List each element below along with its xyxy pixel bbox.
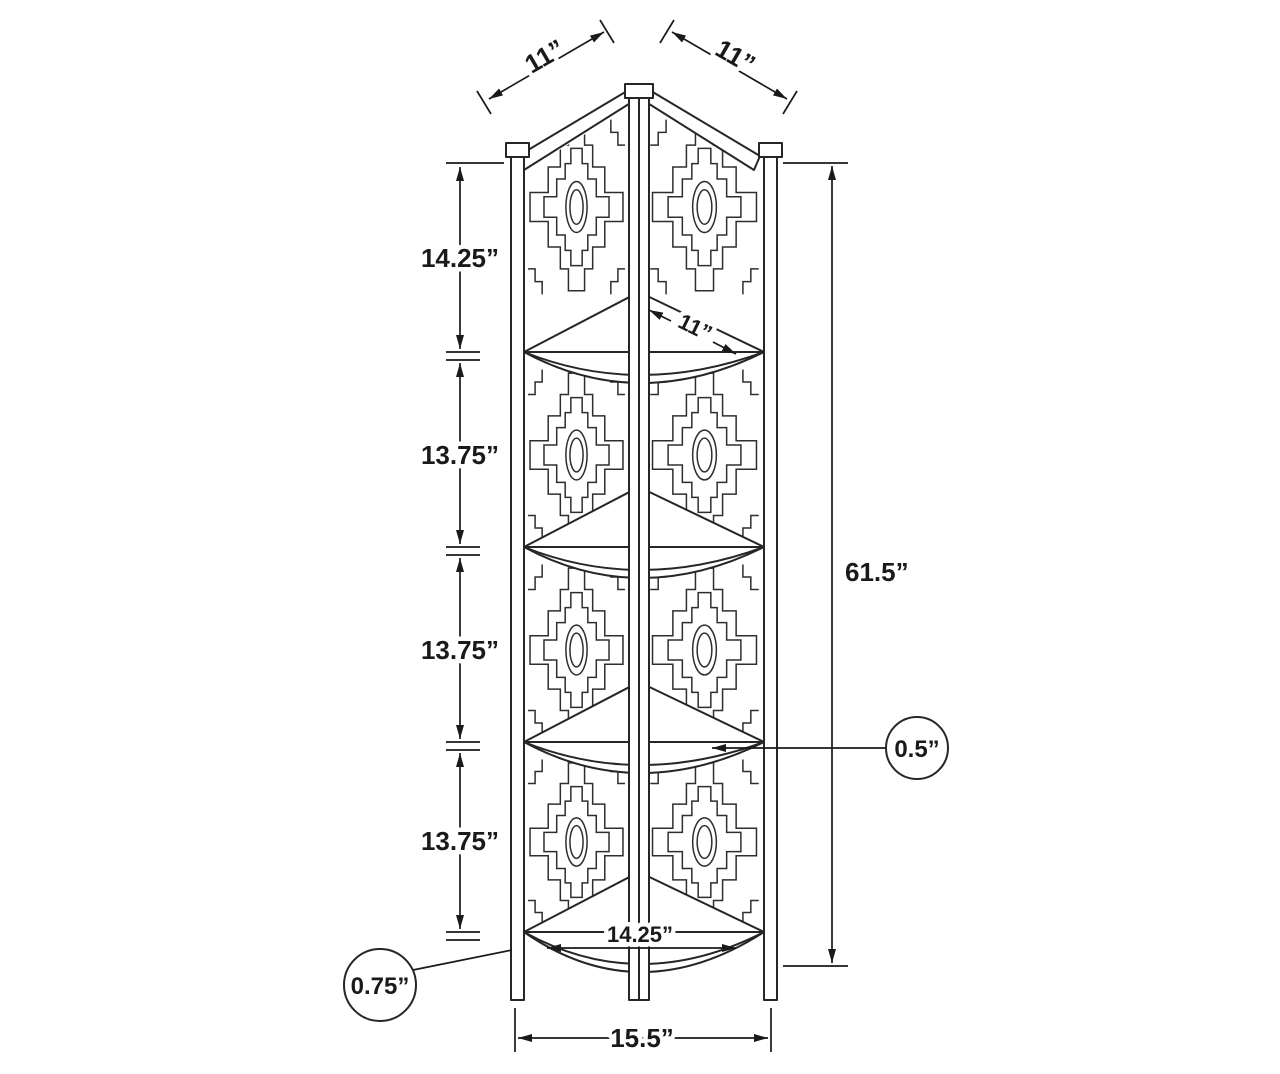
callout-leader-leg-thickness (412, 949, 513, 971)
dim-label-overall-height: 61.5” (845, 557, 909, 587)
dim-line-shelf-depth-b (712, 341, 737, 355)
right-post-cap (758, 142, 783, 158)
callout-label-shelf-thickness: 0.5” (894, 736, 939, 763)
overall-height-dimension: 61.5” (783, 162, 913, 967)
dim-label-top-left-depth: 11” (519, 33, 569, 79)
bottom-shelf-width-dimension: 14.25” (547, 918, 736, 952)
corner-post-cap (624, 83, 654, 99)
posts (505, 83, 783, 1001)
dim-label-bottom-shelf-width: 14.25” (607, 922, 673, 947)
dim-label-second-section: 13.75” (421, 440, 499, 470)
top-rail-right (645, 87, 761, 171)
left-post (510, 155, 525, 1001)
dim-line-shelf-depth-a (648, 309, 672, 322)
dim-label-fourth-section: 13.75” (421, 826, 499, 856)
shelf-thickness-callout: 0.5” (712, 716, 949, 780)
callout-label-leg-thickness: 0.75” (351, 973, 410, 1000)
callout-circle-leg-thickness (343, 948, 417, 1022)
callout-circle-shelf-thickness (885, 716, 949, 780)
dim-line-top-left-depth (488, 31, 605, 100)
leg-thickness-callout: 0.75” (343, 948, 513, 1022)
dim-label-top-right-depth: 11” (710, 33, 760, 79)
top-right-depth-dimension: 11” (659, 19, 798, 115)
top-left-depth-dimension: 11” (476, 19, 615, 115)
left-post-cap (505, 142, 530, 158)
right-post (763, 155, 778, 1001)
dim-label-third-section: 13.75” (421, 635, 499, 665)
overall-width-dimension: 15.5” (514, 1008, 772, 1058)
left-dimension-chain: 14.25” 13.75” 13.75” 13.75” (416, 162, 504, 941)
dim-label-top-section: 14.25” (421, 243, 499, 273)
dim-line-top-right-depth (671, 31, 788, 100)
top-rail-left (517, 87, 633, 171)
dim-label-overall-width: 15.5” (610, 1023, 674, 1053)
